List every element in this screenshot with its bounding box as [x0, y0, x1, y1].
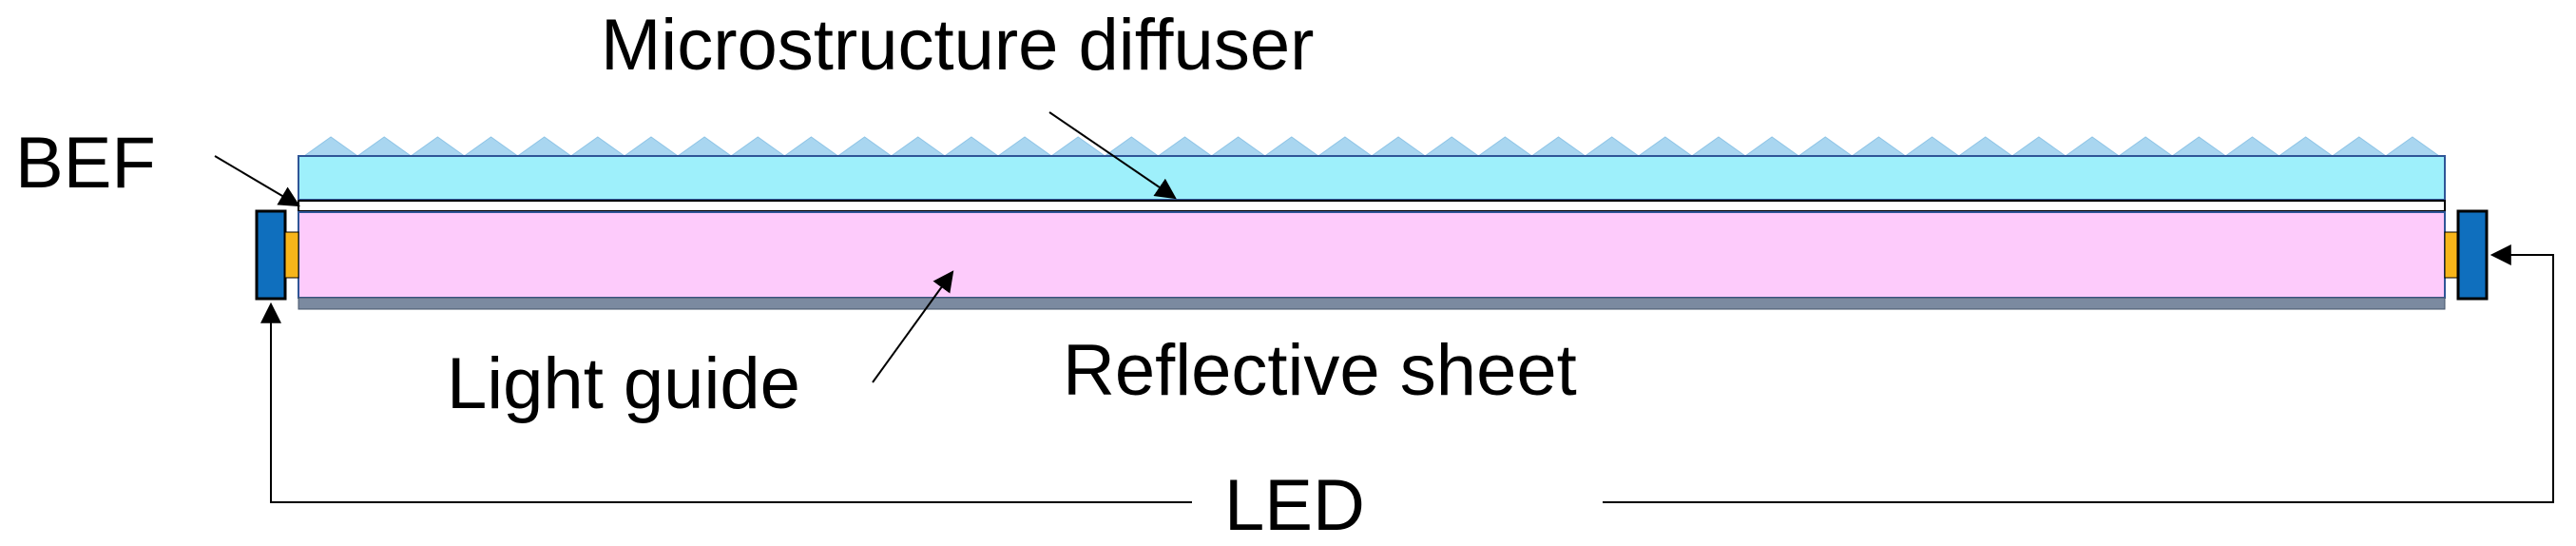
prism	[409, 136, 467, 157]
prism	[2010, 136, 2067, 157]
microstructure-prisms	[302, 136, 2441, 157]
led-left	[255, 209, 299, 301]
prism	[996, 136, 1053, 157]
led-right-body	[2456, 209, 2489, 301]
prism	[2331, 136, 2388, 157]
led-left-emitter	[284, 231, 299, 279]
prism	[302, 136, 359, 157]
prism	[1049, 136, 1106, 157]
prism	[1743, 136, 1800, 157]
prism	[356, 136, 413, 157]
reflective-sheet-label: Reflective sheet	[1063, 330, 1577, 411]
prism	[1370, 136, 1427, 157]
prism	[1263, 136, 1320, 157]
led-label: LED	[1224, 465, 1365, 546]
diffuser-plate	[298, 155, 2446, 201]
reflective-sheet	[298, 297, 2446, 310]
prism	[1317, 136, 1374, 157]
prism	[569, 136, 626, 157]
prism	[1209, 136, 1267, 157]
prism	[1476, 136, 1534, 157]
bef-leader-arrow	[214, 155, 300, 207]
led-right-emitter	[2444, 231, 2459, 279]
light-guide-label: Light guide	[447, 343, 800, 424]
prism	[836, 136, 894, 157]
prism	[1957, 136, 2014, 157]
prism	[1529, 136, 1587, 157]
bef-label: BEF	[15, 123, 156, 204]
prism	[1423, 136, 1480, 157]
light-guide-leader-arrow	[872, 270, 954, 383]
prism	[890, 136, 947, 157]
prism	[462, 136, 520, 157]
prism	[2064, 136, 2121, 157]
prism	[623, 136, 680, 157]
prism	[2277, 136, 2335, 157]
microstructure-diffuser-label: Microstructure diffuser	[601, 5, 1315, 86]
light-guide-plate	[298, 211, 2446, 299]
prism	[2117, 136, 2174, 157]
prism	[943, 136, 1000, 157]
prism	[1156, 136, 1214, 157]
prism	[2223, 136, 2281, 157]
bef-film	[298, 200, 2446, 212]
prism	[729, 136, 786, 157]
led-right-connector	[1603, 244, 2554, 503]
prism	[1903, 136, 1961, 157]
prism	[516, 136, 573, 157]
prism	[1637, 136, 1694, 157]
led-left-body	[255, 209, 287, 301]
led-right	[2444, 209, 2489, 301]
prism	[1690, 136, 1747, 157]
prism	[1584, 136, 1641, 157]
prism	[2170, 136, 2227, 157]
prism	[676, 136, 733, 157]
prism	[1797, 136, 1854, 157]
diffuser-leader-arrow	[1048, 111, 1177, 200]
prism	[1850, 136, 1908, 157]
led-left-connector	[260, 302, 1192, 503]
prism	[1103, 136, 1160, 157]
prism	[782, 136, 840, 157]
prism	[2384, 136, 2441, 157]
